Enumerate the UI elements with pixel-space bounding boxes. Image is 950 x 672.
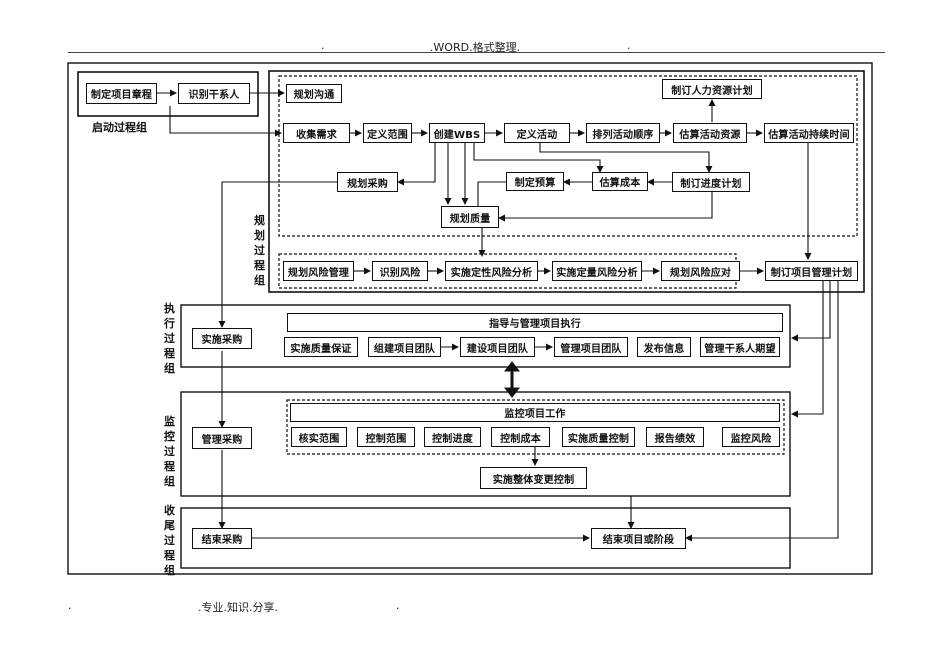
determine-budget-box[interactable]: 制定预算 — [506, 172, 564, 191]
identify-risks-box[interactable]: 识别风险 — [372, 261, 428, 281]
create-wbs-box[interactable]: 创建WBS — [429, 123, 485, 143]
footer-dot-left: . — [68, 599, 72, 612]
group-label-monitoring: 监控过程组 — [164, 415, 175, 488]
develop-charter-box[interactable]: 制定项目章程 — [86, 83, 157, 104]
header-rule — [68, 52, 885, 53]
group-label-executing: 执行过程组 — [164, 302, 175, 375]
close-procurements-box[interactable]: 结束采购 — [192, 528, 252, 549]
group-label-initiating: 启动过程组 — [92, 121, 147, 134]
report-performance-box[interactable]: 报告绩效 — [646, 427, 704, 447]
develop-pm-plan-box[interactable]: 制订项目管理计划 — [765, 261, 858, 281]
quantitative-risk-box[interactable]: 实施定量风险分析 — [552, 261, 642, 281]
monitor-risks-box[interactable]: 监控风险 — [722, 427, 780, 447]
header-dot-right: . — [627, 39, 631, 52]
verify-scope-box[interactable]: 核实范围 — [291, 427, 347, 447]
manage-stakeholder-exp-box[interactable]: 管理干系人期望 — [700, 337, 780, 357]
plan-risk-responses-box[interactable]: 规划风险应对 — [661, 261, 740, 281]
close-project-box[interactable]: 结束项目或阶段 — [591, 528, 686, 549]
administer-procurements-box[interactable]: 管理采购 — [192, 427, 252, 449]
control-costs-box[interactable]: 控制成本 — [491, 427, 550, 447]
qualitative-risk-box[interactable]: 实施定性风险分析 — [445, 261, 538, 281]
distribute-info-box[interactable]: 发布信息 — [637, 337, 691, 357]
perform-qa-box[interactable]: 实施质量保证 — [284, 337, 358, 357]
control-scope-box[interactable]: 控制范围 — [357, 427, 415, 447]
control-schedule-box[interactable]: 控制进度 — [424, 427, 481, 447]
page-header: .WORD.格式整理. — [429, 41, 521, 54]
group-label-planning: 规划过程组 — [254, 214, 265, 287]
plan-procurements-box[interactable]: 规划采购 — [337, 172, 398, 192]
plan-communications-box[interactable]: 规划沟通 — [286, 84, 342, 103]
develop-schedule-box[interactable]: 制订进度计划 — [672, 172, 750, 192]
manage-team-box[interactable]: 管理项目团队 — [554, 337, 628, 357]
define-scope-box[interactable]: 定义范围 — [363, 123, 412, 143]
plan-quality-box[interactable]: 规划质量 — [441, 206, 499, 228]
perform-qc-box[interactable]: 实施质量控制 — [562, 427, 635, 447]
integrated-change-box[interactable]: 实施整体变更控制 — [480, 467, 587, 489]
define-activities-box[interactable]: 定义活动 — [504, 123, 570, 143]
identify-stakeholders-box[interactable]: 识别干系人 — [178, 83, 250, 104]
plan-risk-mgmt-box[interactable]: 规划风险管理 — [283, 261, 354, 281]
estimate-resources-box[interactable]: 估算活动资源 — [673, 123, 747, 143]
sequence-activities-box[interactable]: 排列活动顺序 — [586, 123, 660, 143]
page-footer: .专业.知识.分享. — [198, 601, 278, 614]
estimate-durations-box[interactable]: 估算活动持续时间 — [764, 123, 854, 143]
monitor-control-work-box[interactable]: 监控项目工作 — [290, 403, 780, 422]
footer-dot-right: . — [396, 599, 400, 612]
collect-requirements-box[interactable]: 收集需求 — [283, 123, 350, 143]
direct-manage-box[interactable]: 指导与管理项目执行 — [287, 313, 783, 332]
group-label-closing: 收尾过程组 — [164, 504, 175, 577]
acquire-team-box[interactable]: 组建项目团队 — [368, 337, 441, 357]
header-dot-left: . — [321, 39, 325, 52]
conduct-procurements-box[interactable]: 实施采购 — [192, 328, 252, 349]
develop-hr-plan-box[interactable]: 制订人力资源计划 — [662, 79, 762, 99]
estimate-costs-box[interactable]: 估算成本 — [592, 172, 648, 191]
develop-team-box[interactable]: 建设项目团队 — [460, 337, 535, 357]
